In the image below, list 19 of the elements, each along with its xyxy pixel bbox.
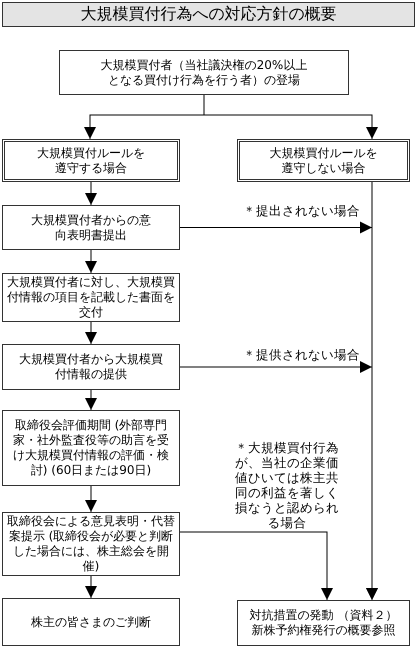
box-text: 大規模買付者から大規模買付情報の提供 [18, 352, 164, 382]
process-box [2, 598, 180, 646]
box-text: 取締役会による意見表明・代替案提示 (取締役会が必要と判断した場合には、株主総会を開催) [7, 514, 175, 574]
box-text: 大規模買付者からの意向表明書提出 [31, 212, 151, 242]
box-text: 対抗措置の発動 （資料２）新株予約権発行の概要参照 [248, 608, 398, 638]
process-box [2, 205, 180, 250]
box-text: 大規模買付者に対し、大規模買付情報の項目を記載した書面を交付 [7, 275, 175, 320]
process-box [2, 139, 180, 182]
box-text: 大規模買付ルールを遵守しない場合 [268, 146, 378, 176]
box-text: 大規模買付者（当社議決権の20%以上となる買付け行為を行う者）の登場 [100, 58, 308, 88]
box-text: 株主の皆さまのご判断 [31, 614, 151, 630]
process-box [2, 410, 180, 486]
process-box [237, 139, 410, 182]
box-text: 取締役会評価期間 (外部専門家・社外監査役等の助言を受け大規模買付情報の評価・検討) (60日または90日) [12, 418, 170, 478]
process-box [59, 50, 349, 95]
process-box [237, 600, 410, 646]
title-banner: 大規模買付行為への対応方針の概要 [2, 2, 415, 27]
process-box [2, 344, 180, 390]
box-text: 大規模買付ルールを遵守する場合 [36, 146, 146, 176]
